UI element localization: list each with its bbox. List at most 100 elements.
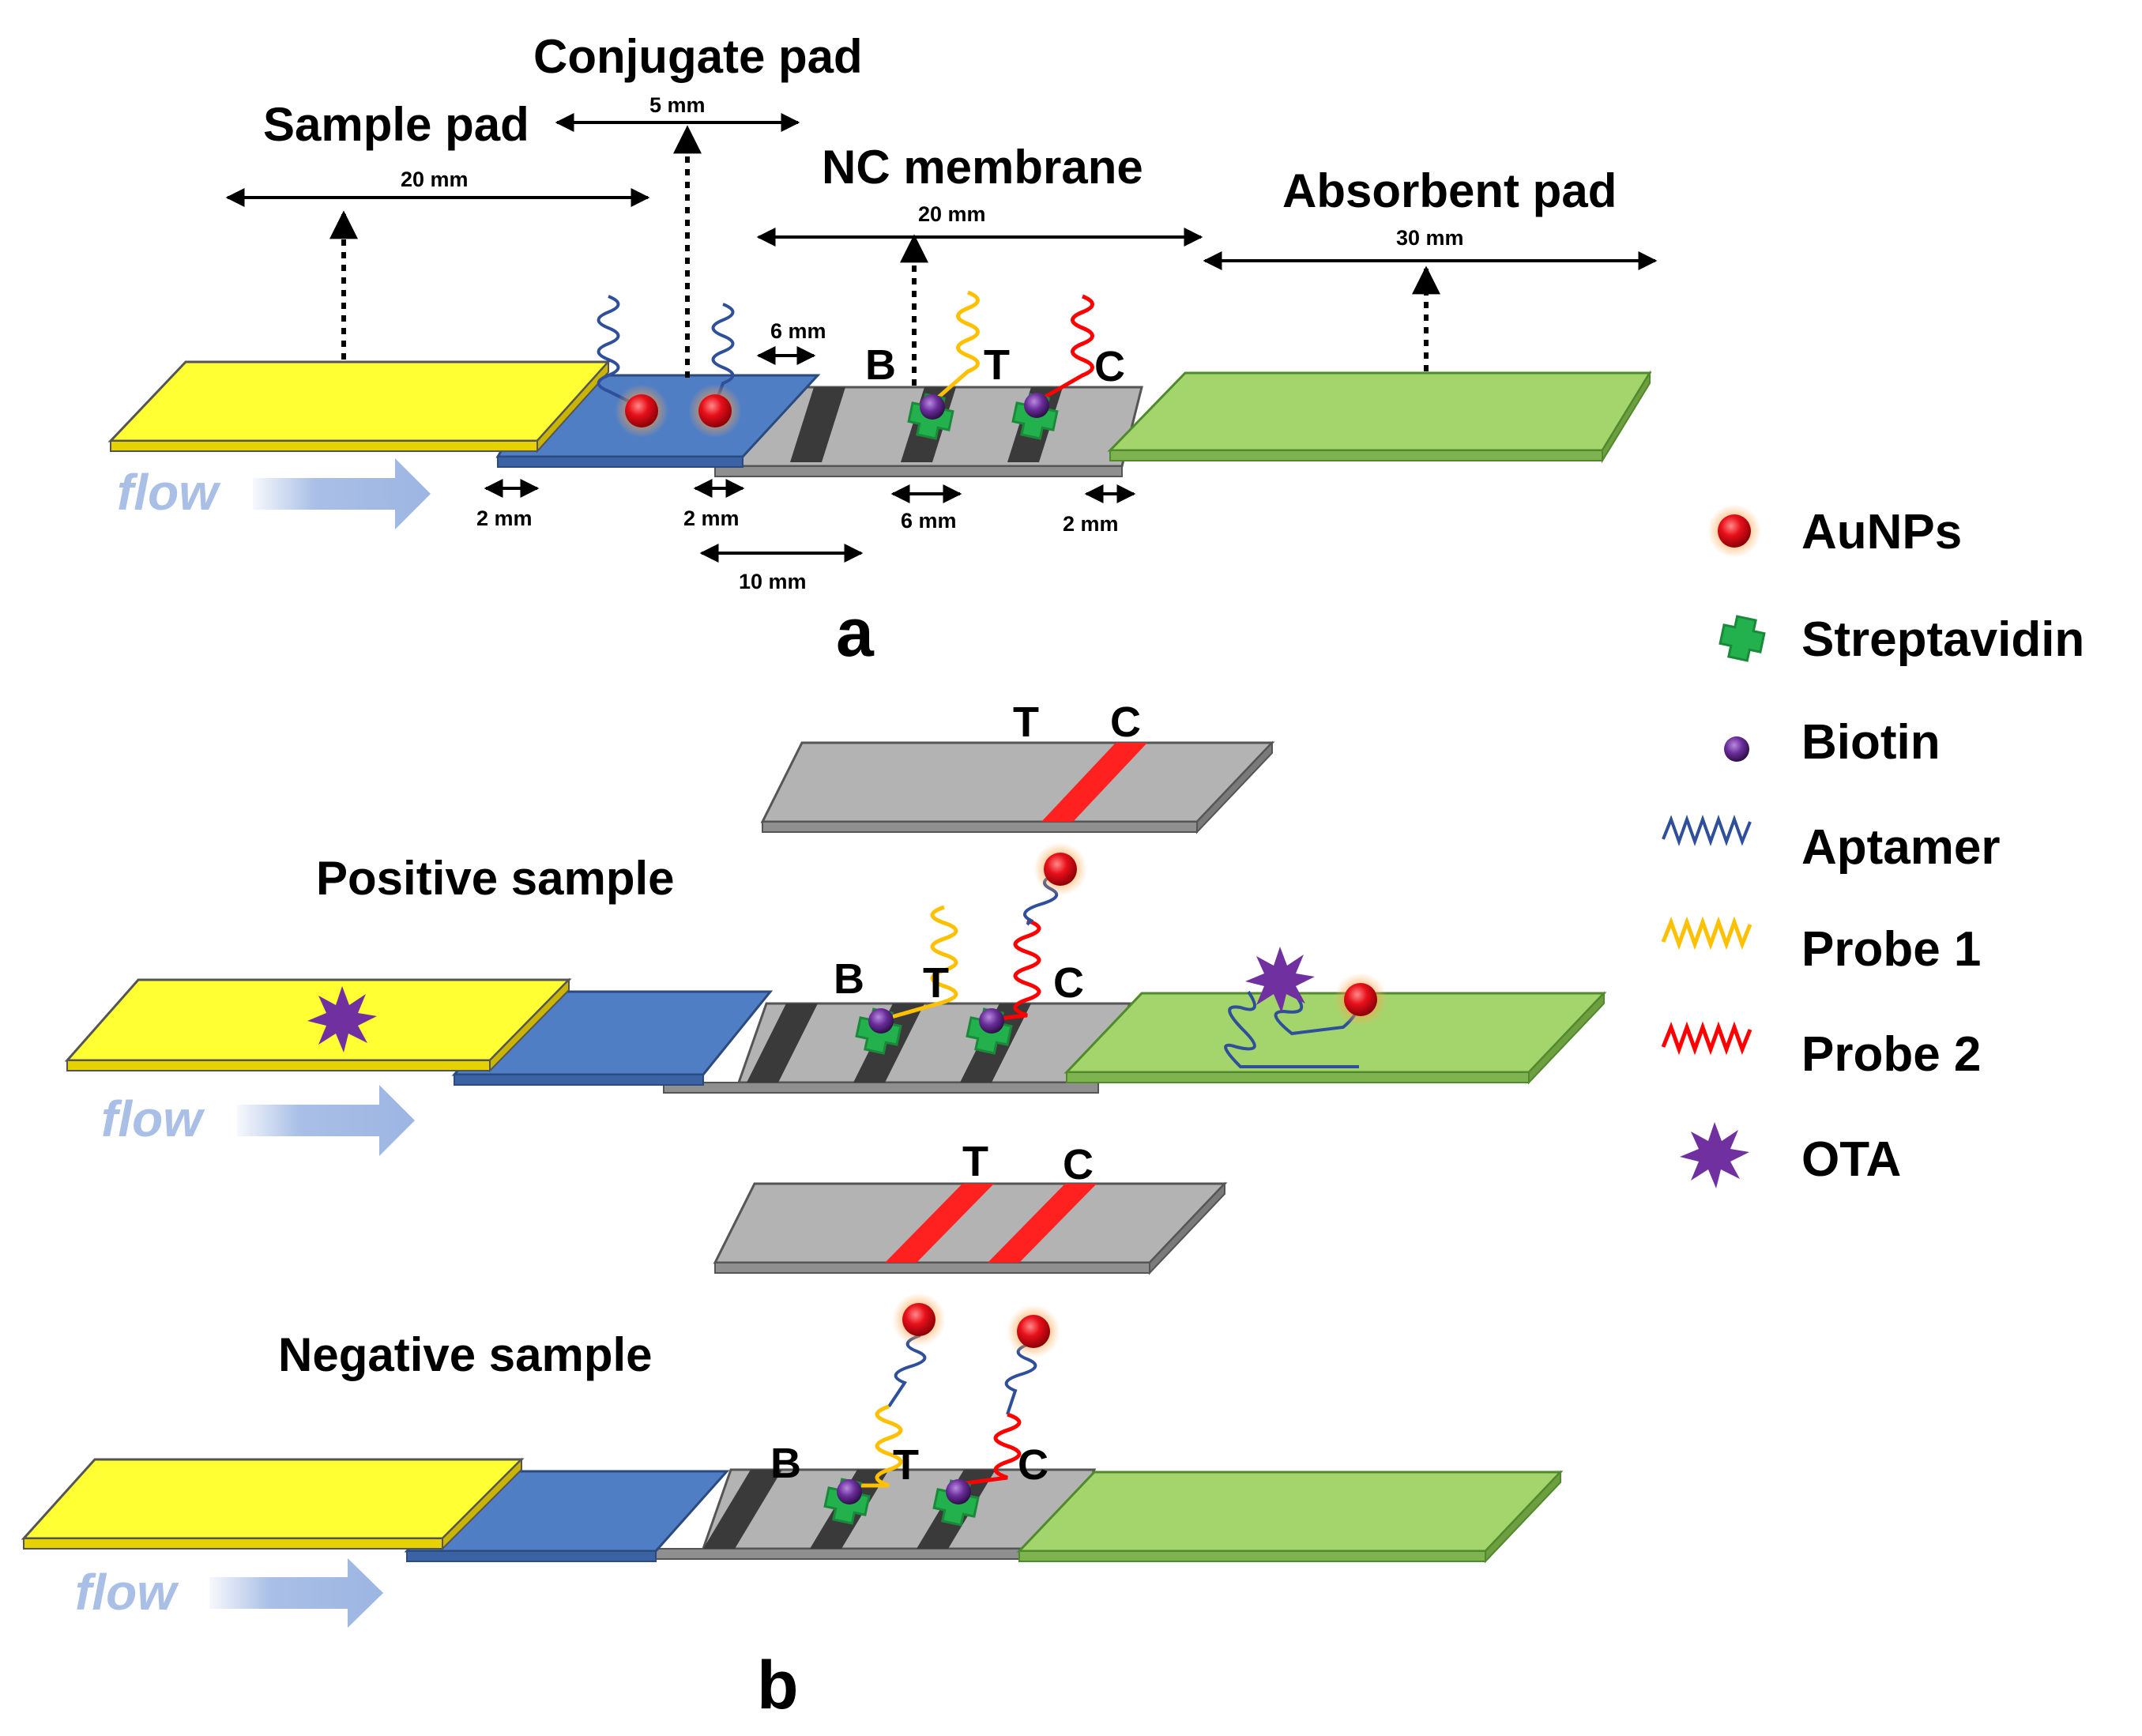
dim-conjugate-pad: 5 mm xyxy=(649,93,706,117)
legend-label: Streptavidin xyxy=(1801,612,2084,667)
panel-label-a: a xyxy=(836,595,875,671)
zone-label-c: C xyxy=(1018,1441,1048,1489)
ota-star-icon xyxy=(1680,1122,1749,1188)
probe-1-strand xyxy=(883,905,958,1022)
probe-1-strand xyxy=(935,290,980,401)
panel-b-negative: T C Negative sample B xyxy=(21,1138,1564,1723)
zone-label-b: B xyxy=(834,955,864,1003)
probe-2-strand-icon xyxy=(1661,1021,1752,1056)
strip-a xyxy=(107,360,1652,477)
flow-arrow-icon xyxy=(209,1558,383,1628)
zone-label-c: C xyxy=(1053,959,1084,1007)
flow-arrow-icon xyxy=(237,1085,415,1156)
zone-label-t: T xyxy=(984,341,1010,389)
zone-label-t: T xyxy=(923,959,949,1007)
panel-a: B T C Sample pad Conjugate pad NC membra… xyxy=(107,30,1658,671)
aunp xyxy=(1033,842,1087,896)
line-b xyxy=(790,387,845,462)
flow-arrow-icon xyxy=(253,458,431,529)
aunp xyxy=(1007,1305,1060,1358)
legend-item-ota: OTA xyxy=(1680,1122,1901,1188)
aunp xyxy=(615,384,668,438)
dim-overlap-2: 2 mm xyxy=(683,506,740,530)
dimension-arrows xyxy=(225,113,1658,563)
dim-overlap-1: 2 mm xyxy=(476,506,533,530)
negative-result-strip xyxy=(713,1181,1228,1275)
nc-membrane-title: NC membrane xyxy=(822,141,1143,194)
biotin xyxy=(837,1479,862,1504)
sample-pad xyxy=(107,360,612,442)
flow-label: flow xyxy=(117,464,221,521)
positive-sample-title: Positive sample xyxy=(316,852,675,905)
result-label-c: C xyxy=(1110,699,1141,746)
absorbent-pad xyxy=(1107,371,1652,452)
aunp xyxy=(1334,973,1387,1026)
sample-pad-title: Sample pad xyxy=(263,98,529,151)
probe-1-strand xyxy=(849,1404,903,1488)
biotin xyxy=(920,394,945,420)
gold-nanoparticle-icon xyxy=(1707,504,1761,558)
leader-lines xyxy=(329,125,1440,386)
biotin xyxy=(868,1008,894,1034)
legend-item-biotin: Biotin xyxy=(1724,715,1941,770)
control-line xyxy=(1041,743,1147,822)
probe-2-strand xyxy=(991,918,1041,1022)
legend-label: AuNPs xyxy=(1801,505,1962,559)
zone-label-t: T xyxy=(893,1441,919,1489)
dim-absorbent-pad: 30 mm xyxy=(1396,226,1464,250)
conjugate-pad-title: Conjugate pad xyxy=(533,30,863,83)
legend-item-streptavidin: Streptavidin xyxy=(1716,612,2084,667)
legend-item-probe-1: Probe 1 xyxy=(1661,916,1981,977)
line-b xyxy=(703,1470,782,1549)
aptamer-strand xyxy=(1224,990,1359,1068)
legend-label: Probe 1 xyxy=(1801,922,1981,977)
aunp xyxy=(688,384,742,438)
panel-label-b: b xyxy=(757,1648,799,1723)
dim-line-gap: 6 mm xyxy=(901,509,957,533)
positive-strip xyxy=(64,977,1607,1094)
streptavidin-icon xyxy=(1716,612,1768,665)
probe-2-strand xyxy=(1040,294,1094,401)
zone-label-b: B xyxy=(865,341,896,389)
legend-item-aptamer: Aptamer xyxy=(1662,815,2001,875)
panel-b-positive: T C Positive sample B xyxy=(64,699,1607,1156)
result-label-t: T xyxy=(1013,699,1039,746)
legend-label: Probe 2 xyxy=(1801,1027,1981,1082)
dim-overlap-3: 2 mm xyxy=(1063,512,1119,536)
biotin xyxy=(946,1479,971,1504)
line-b xyxy=(747,1004,818,1083)
dim-nc-membrane: 20 mm xyxy=(918,202,986,226)
aptamer-strand xyxy=(597,295,641,409)
flow-label: flow xyxy=(101,1090,205,1147)
probe-1-strand-icon xyxy=(1661,916,1752,951)
probe-2-strand xyxy=(959,1412,1022,1486)
zone-label-b: B xyxy=(770,1440,801,1487)
biotin-icon xyxy=(1724,736,1749,762)
flow-label: flow xyxy=(75,1564,179,1621)
negative-sample-title: Negative sample xyxy=(278,1328,653,1381)
result-label-c: C xyxy=(1063,1141,1094,1188)
aptamer-strand-icon xyxy=(1662,815,1752,846)
result-label-t: T xyxy=(962,1138,988,1185)
aunp xyxy=(892,1293,946,1346)
test-line xyxy=(885,1184,994,1263)
negative-strip xyxy=(21,1457,1564,1564)
positive-result-strip xyxy=(760,740,1275,834)
legend-item-aunps: AuNPs xyxy=(1707,504,1962,559)
absorbent-pad xyxy=(1016,1471,1564,1553)
sample-pad xyxy=(21,1458,525,1540)
legend-label: OTA xyxy=(1801,1132,1901,1187)
biotin xyxy=(1024,393,1049,418)
legend-item-probe-2: Probe 2 xyxy=(1661,1021,1981,1082)
legend-label: Aptamer xyxy=(1801,820,2001,875)
aptamer-strand xyxy=(711,303,735,405)
legend: AuNPs Streptavidin Biotin Aptamer Probe … xyxy=(1661,504,2084,1188)
legend-label: Biotin xyxy=(1801,715,1941,770)
absorbent-pad-title: Absorbent pad xyxy=(1282,164,1617,217)
dim-sample-pad: 20 mm xyxy=(401,168,469,191)
zone-label-c: C xyxy=(1094,343,1125,390)
biotin xyxy=(979,1008,1004,1034)
control-line xyxy=(988,1184,1097,1263)
dim-b-offset: 6 mm xyxy=(770,319,826,343)
